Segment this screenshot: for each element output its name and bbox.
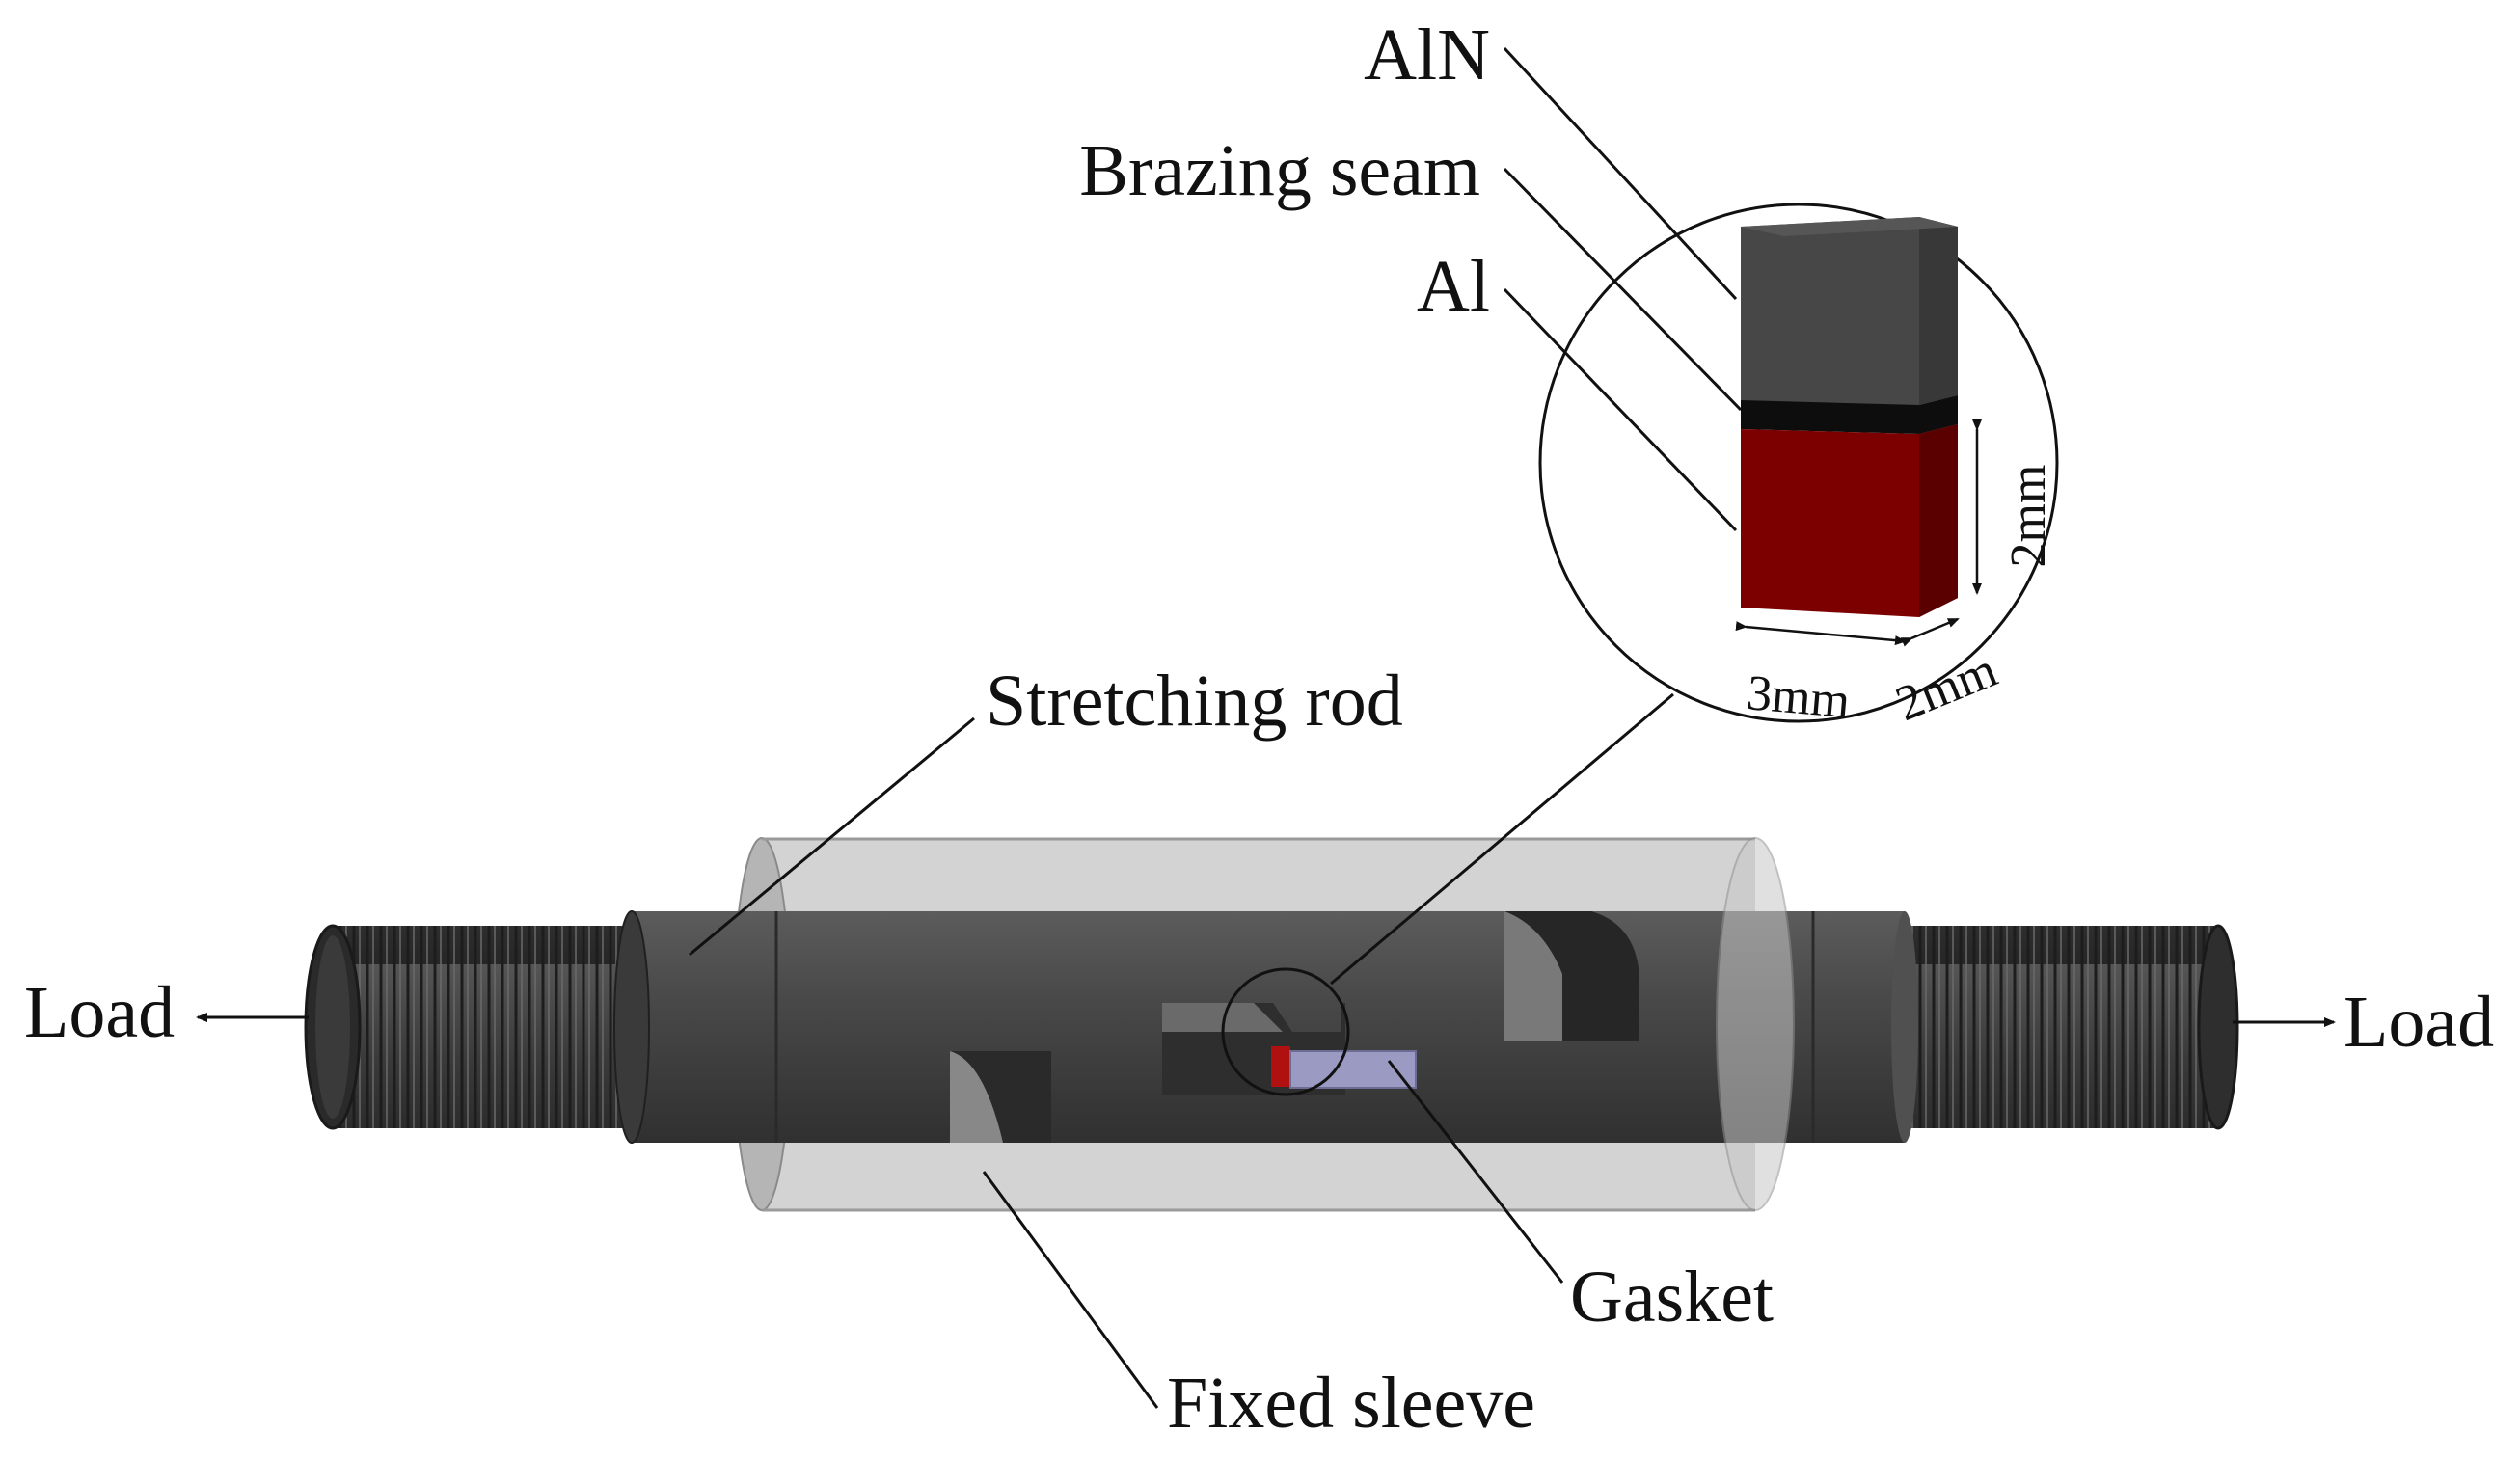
fixed-sleeve-front [762, 837, 1795, 1212]
gasket-label: Gasket [1570, 1257, 1774, 1338]
gasket-leader [1387, 1060, 1564, 1284]
stretching-rod-leader [689, 716, 975, 957]
height-dimension-label: 2mm [2001, 465, 2056, 568]
depth-dimension-arrow [1900, 617, 1960, 647]
right-threaded-end [1905, 924, 2239, 1130]
aln-leader [1503, 46, 1738, 301]
detail-circle-small [1221, 967, 1350, 1096]
width-dimension-label: 3mm [1745, 665, 1852, 729]
al-leader [1503, 287, 1738, 532]
magnified-detail: 2mm 3mm 2mm [1538, 203, 2059, 732]
fixed-sleeve-label: Fixed sleeve [1167, 1363, 1535, 1444]
brazing-seam-leader [1503, 167, 1743, 412]
al-block [1741, 424, 1958, 617]
al-label: Al [1417, 246, 1490, 327]
brazing-seam-label: Brazing seam [1079, 130, 1480, 211]
aln-block [1741, 217, 1958, 405]
stretching-rod-label: Stretching rod [986, 661, 1403, 742]
detail-connector-line [1330, 692, 1674, 986]
aln-label: AlN [1364, 14, 1490, 95]
width-dimension-arrow [1735, 621, 1907, 646]
load-right-label: Load [2344, 982, 2494, 1063]
fixed-sleeve-leader [982, 1171, 1159, 1409]
left-threaded-end [304, 924, 632, 1130]
brazing-seam-layer [1741, 395, 1958, 434]
load-left-label: Load [24, 972, 175, 1053]
